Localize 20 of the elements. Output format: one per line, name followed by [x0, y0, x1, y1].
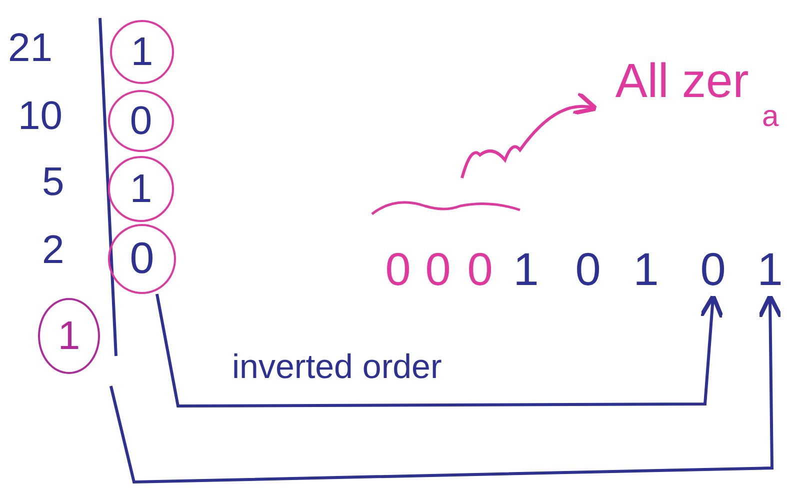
circled-digit: 1 [38, 298, 100, 374]
number-label: 2 [42, 230, 64, 270]
circled-digit: 0 [108, 90, 174, 152]
binary-digit: 0 [692, 242, 734, 296]
squiggle-arrow [460, 92, 598, 178]
number-label: 5 [42, 162, 64, 202]
arrow [109, 294, 783, 484]
circled-digit: 1 [110, 20, 174, 84]
binary-digit: 1 [508, 242, 544, 296]
number-label: 10 [18, 96, 62, 136]
arrow [155, 294, 724, 408]
binary-digit: 1 [755, 242, 785, 296]
binary-digit: 0 [418, 242, 458, 296]
binary-digit: 0 [460, 242, 500, 296]
binary-digit: 0 [568, 242, 608, 296]
binary-digit: 1 [628, 242, 664, 296]
circled-digit: 0 [108, 224, 176, 294]
circled-digit: 1 [108, 156, 174, 222]
number-label: 21 [8, 28, 52, 68]
binary-digit: 0 [378, 242, 418, 296]
